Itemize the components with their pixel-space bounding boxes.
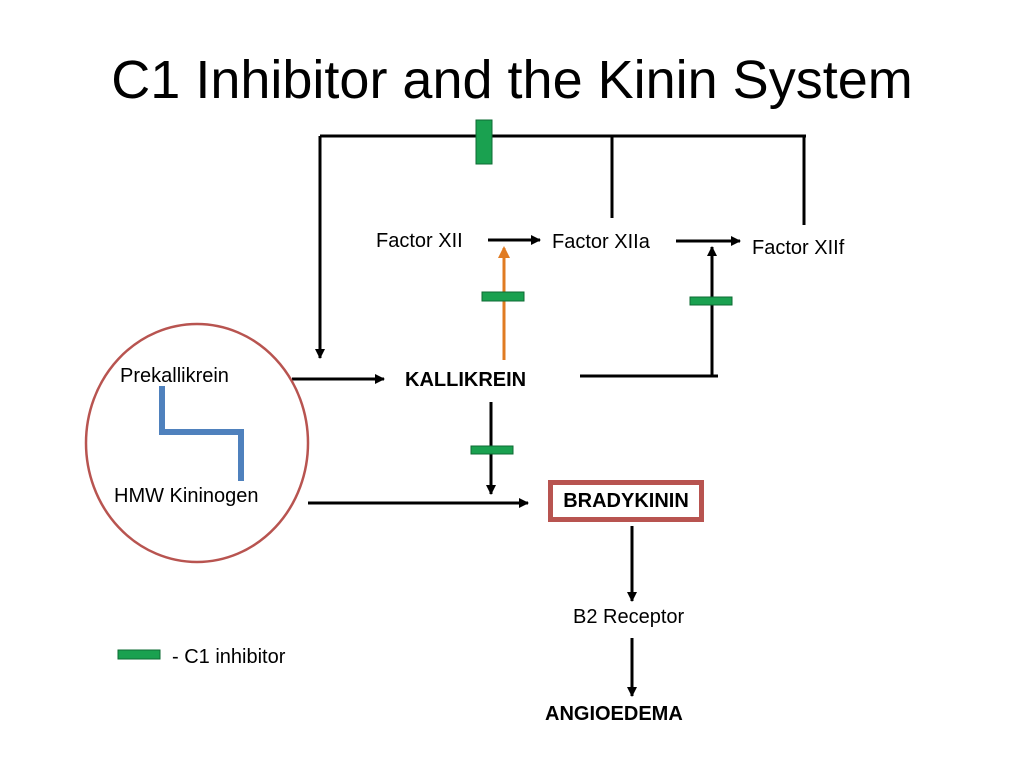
c1-inhibitor-bradykinin-release <box>470 445 514 455</box>
complex-circle <box>84 322 310 564</box>
page-title: C1 Inhibitor and the Kinin System <box>111 50 913 110</box>
node-hmw-kininogen: HMW Kininogen <box>114 485 259 507</box>
node-prekallikrein: Prekallikrein <box>120 365 229 387</box>
c1-inhibitor-feedback <box>475 119 493 165</box>
legend-label: - C1 inhibitor <box>172 646 286 668</box>
node-factor-xii: Factor XII <box>376 230 463 252</box>
node-kallikrein: KALLIKREIN <box>405 369 527 391</box>
node-angioedema: ANGIOEDEMA <box>545 703 683 725</box>
c1-inhibitor-xii-activation <box>481 291 525 302</box>
c1-inhibitor-blocks <box>117 119 733 660</box>
feedback-loop <box>315 134 806 359</box>
node-factor-xiia: Factor XIIa <box>552 231 650 253</box>
complex-link <box>159 386 244 481</box>
node-b2-receptor: B2 Receptor <box>573 606 685 628</box>
arrow-kallikrein-to-xiif-conversion <box>580 246 718 378</box>
node-factor-xiif: Factor XIIf <box>752 237 845 259</box>
c1-inhibitor-xiif-conversion <box>689 296 733 306</box>
node-bradykinin: BRADYKININ <box>548 480 704 522</box>
c1-inhibitor-legend-swatch <box>117 649 161 660</box>
